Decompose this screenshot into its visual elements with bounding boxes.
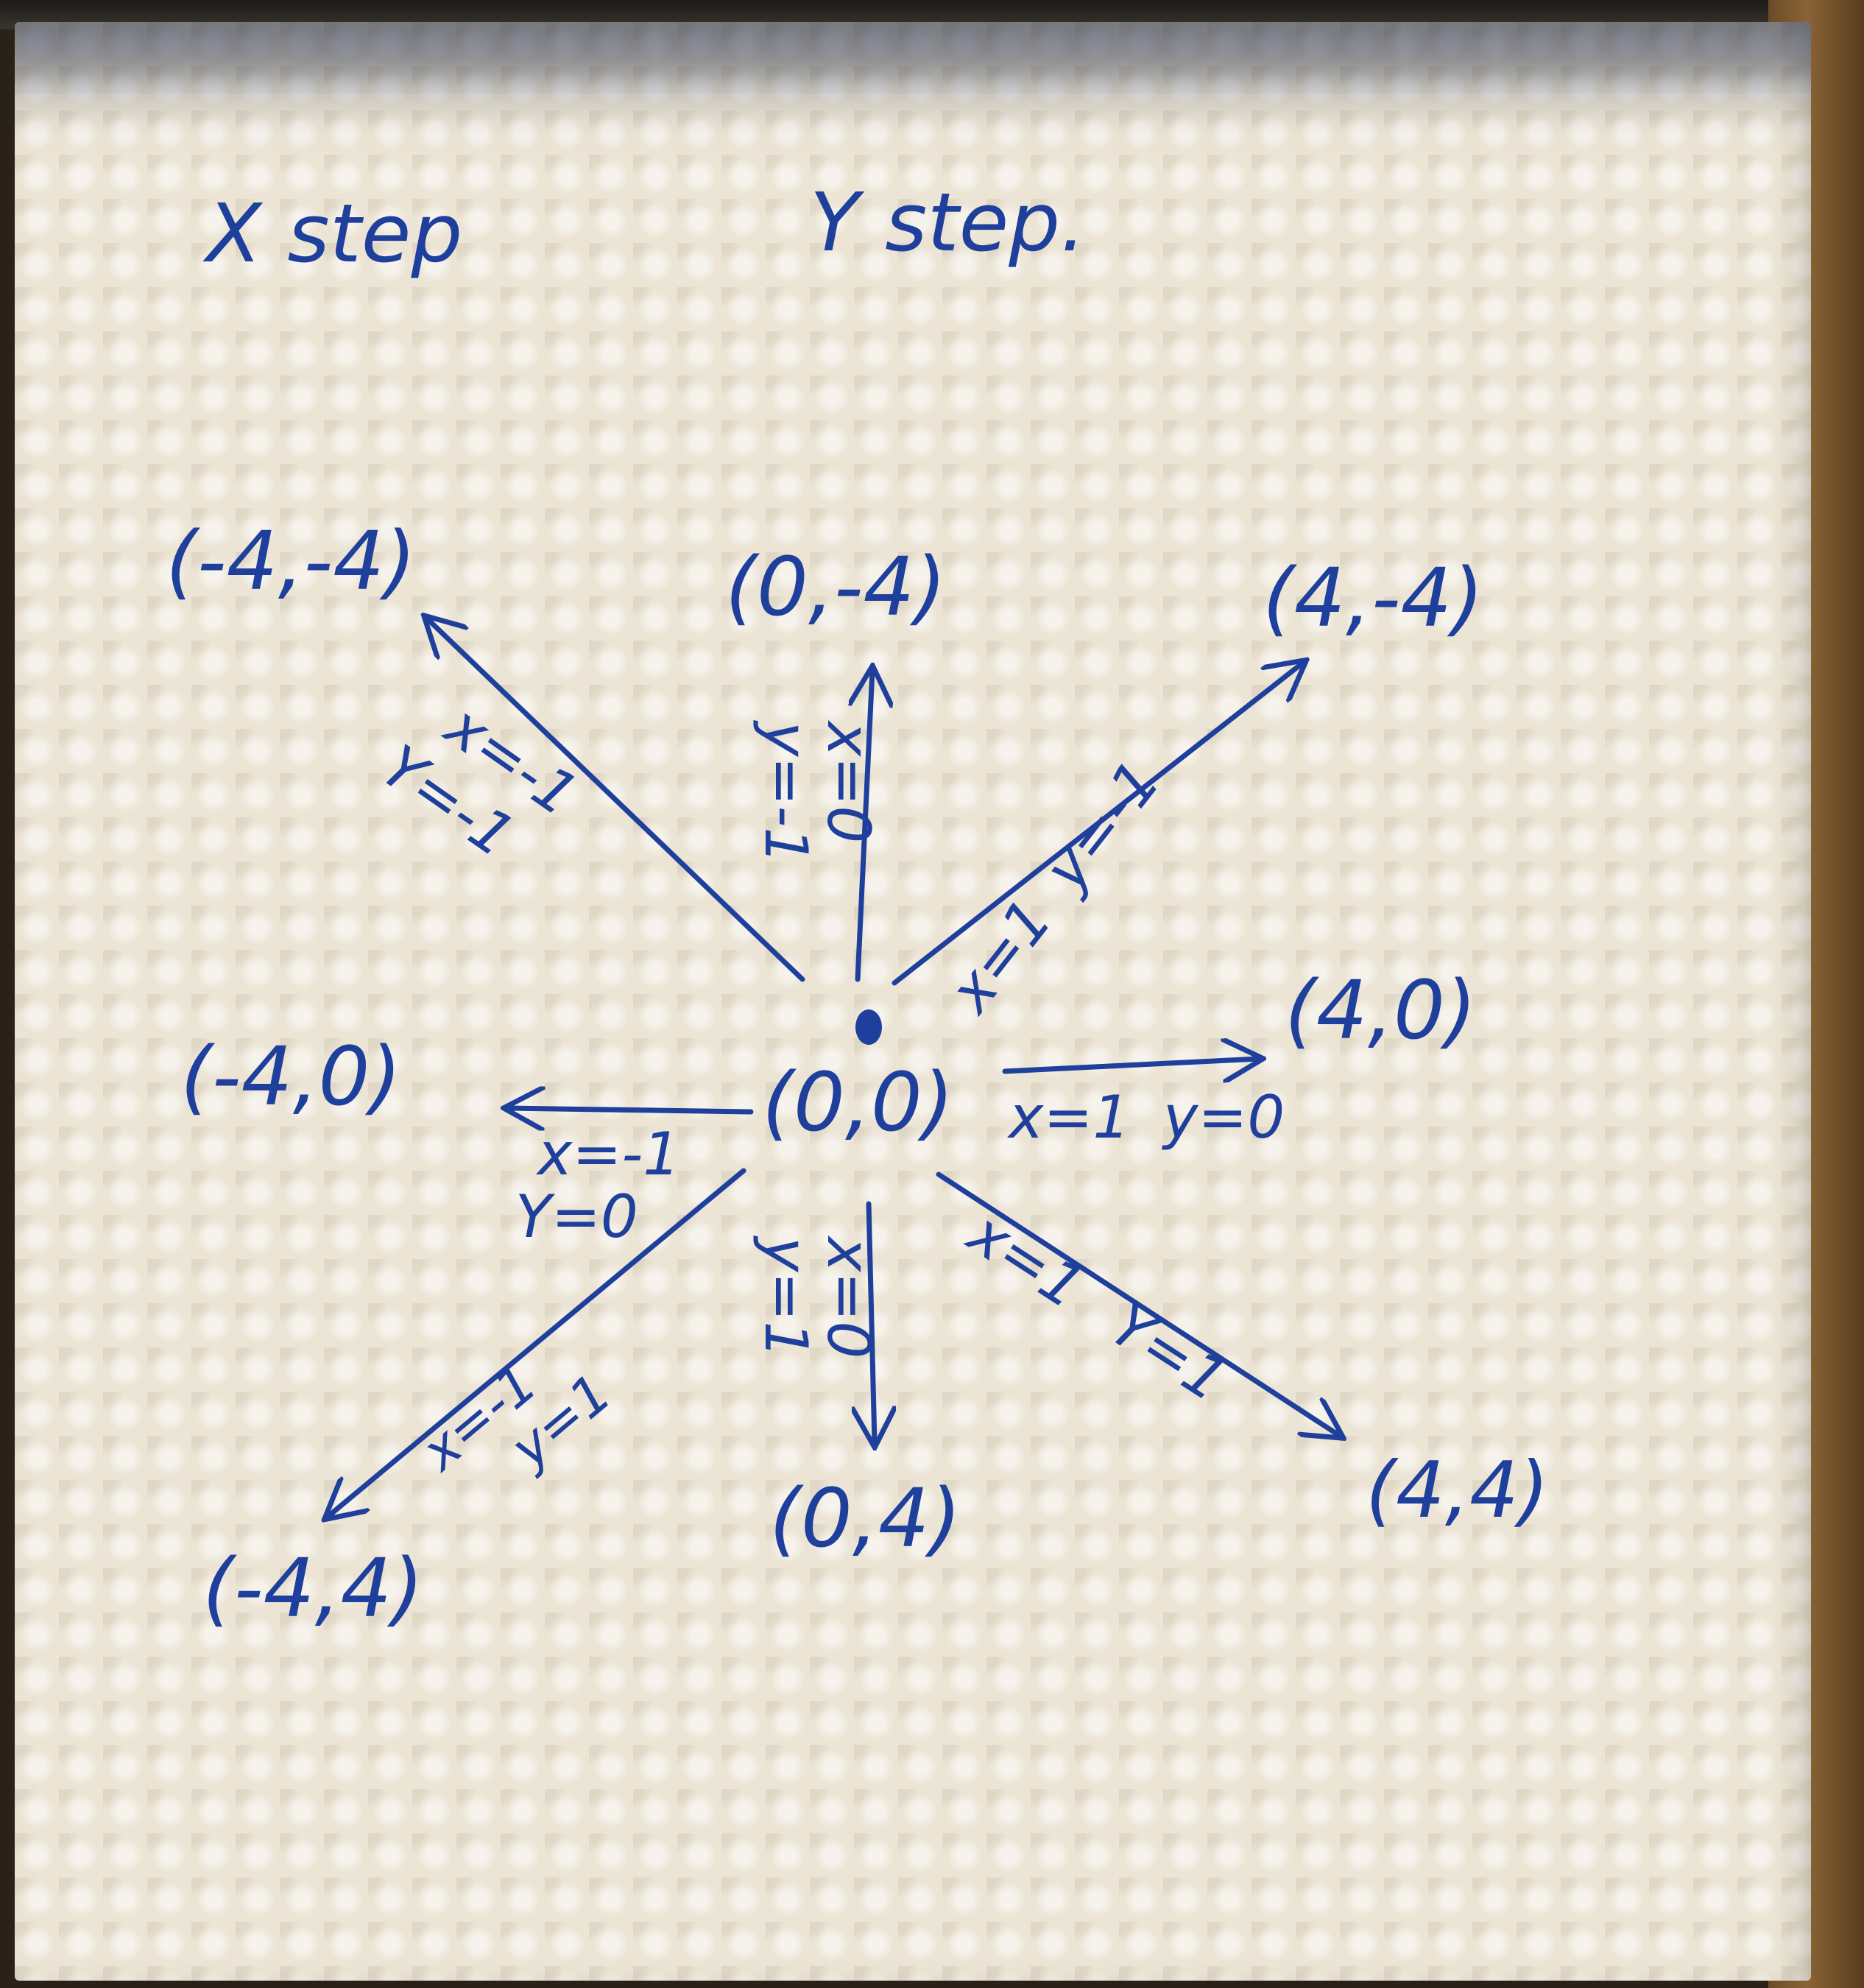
arrow-southeast: [936, 1171, 1340, 1436]
step-y-south: y=1: [752, 1236, 820, 1358]
x-step-header: X step: [202, 186, 462, 281]
endpoint-southwest: (-4,4): [202, 1541, 423, 1635]
arrow-northwest: [427, 618, 805, 982]
origin-label: (0,0): [762, 1055, 954, 1149]
arrow-south: [869, 1201, 875, 1443]
arrow-east: [1002, 1059, 1259, 1071]
step-y-west: Y=0: [515, 1182, 638, 1251]
endpoint-south: (0,4): [769, 1471, 961, 1565]
step-label-northeast: x=1 y=-1: [935, 748, 1173, 1026]
step-y-southeast: Y=1: [1099, 1291, 1240, 1415]
arrow-west: [508, 1108, 754, 1112]
step-x-south: x=0: [814, 1235, 883, 1358]
step-x-east: x=1: [1006, 1083, 1130, 1152]
endpoint-north: (0,-4): [725, 540, 946, 634]
arrow-northeast: [892, 663, 1303, 986]
y-step-header: Y step.: [810, 175, 1086, 269]
endpoint-northeast: (4,-4): [1263, 551, 1483, 645]
arrow-north: [858, 670, 872, 982]
step-x-northeast: x=1: [935, 887, 1065, 1026]
step-x-north: x=0: [814, 719, 883, 843]
step-y-east: y=0: [1162, 1083, 1285, 1152]
step-label-south: x=0 y=1: [752, 1235, 883, 1358]
endpoint-east: (4,0): [1285, 963, 1477, 1057]
step-label-north: x=0 y=-1: [752, 719, 883, 864]
step-x-west: x=-1: [535, 1120, 680, 1188]
paper-napkin: [15, 22, 1811, 1981]
step-label-southeast: x=1 Y=1: [955, 1197, 1239, 1415]
step-label-west: x=-1 Y=0: [515, 1120, 680, 1251]
step-label-southwest: x=-1 y=1: [409, 1352, 622, 1483]
step-y-northeast: y=-1: [1031, 748, 1173, 904]
step-y-north: y=-1: [752, 720, 820, 864]
endpoint-southeast: (4,4): [1366, 1445, 1549, 1535]
origin-dot: [855, 1009, 882, 1045]
arrow-southwest: [328, 1168, 746, 1517]
step-x-southeast: x=1: [955, 1197, 1096, 1322]
endpoint-west: (-4,0): [180, 1029, 401, 1124]
endpoint-northwest: (-4,-4): [166, 514, 416, 608]
step-label-east: x=1 y=0: [1006, 1083, 1285, 1152]
step-label-northwest: x=-1 Y=-1: [370, 691, 590, 871]
